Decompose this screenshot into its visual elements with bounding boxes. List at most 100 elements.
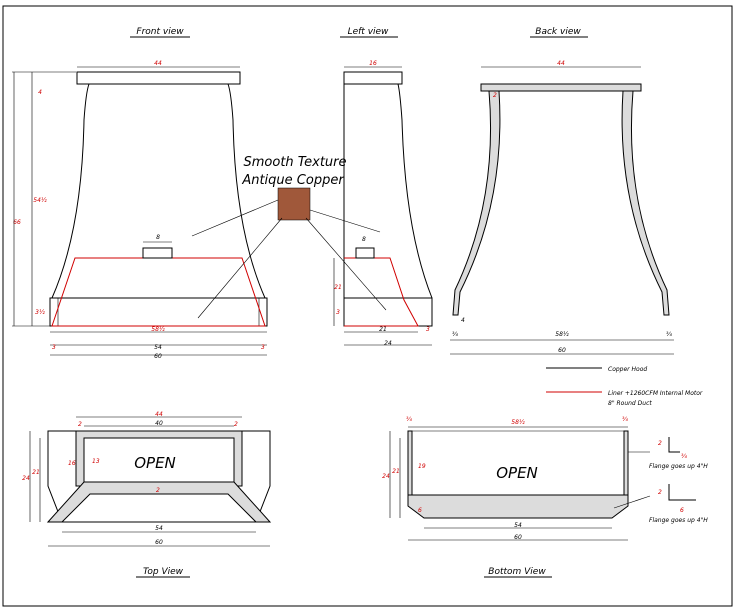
side-front-curve	[397, 83, 433, 299]
dim-label: 60	[514, 534, 522, 541]
dim-label: 54	[155, 525, 163, 532]
hood-crown	[76, 71, 241, 85]
back-left-wall	[452, 90, 501, 316]
texture-callout: Smooth Texture Antique Copper	[191, 155, 387, 319]
dim-label: 24	[22, 475, 30, 482]
side-base	[343, 297, 433, 327]
legend-copper-label: Copper Hood	[608, 366, 647, 373]
dim-label: 19	[418, 463, 426, 470]
dim-label: 44	[557, 60, 565, 67]
dim-label: 2	[78, 421, 82, 428]
leader-line	[613, 495, 651, 509]
dim-label: 24	[382, 473, 390, 480]
dim-label: 13	[92, 458, 100, 465]
dim-label: 40	[155, 420, 163, 427]
title-back-view: Back view	[535, 27, 581, 37]
title-front-view: Front view	[136, 27, 184, 37]
opening-label: OPEN	[496, 464, 538, 482]
dim-label: 3	[52, 344, 56, 351]
leader-line	[309, 209, 381, 233]
title-bottom-view: Bottom View	[488, 567, 546, 577]
hood-body-right-curve	[227, 83, 266, 299]
dim-label: 58½	[555, 331, 569, 338]
side-crown	[343, 71, 403, 85]
copper-swatch	[277, 187, 311, 221]
liner-outline-side	[344, 257, 419, 327]
back-view: 44 2 4 ¾ 58½ ¾ 60	[450, 60, 674, 355]
bottom-left-flange	[407, 430, 413, 496]
legend: Copper Hood Liner +1260CFM Internal Moto…	[546, 366, 703, 407]
dim-label: ¾	[406, 416, 412, 423]
dim-label: 4	[461, 317, 465, 324]
liner-outline	[51, 257, 266, 327]
back-top-wall	[480, 83, 642, 92]
dim-label: 21	[334, 284, 342, 291]
hood-body-left-curve	[51, 83, 90, 299]
dim-label: 16	[68, 460, 76, 467]
legend-duct-label: 8" Round Duct	[608, 400, 652, 407]
dim-label: 3	[261, 344, 265, 351]
front-view: 44 8 66 4 54½ 3½ 58½ 3 54 3 60	[12, 60, 268, 360]
dim-label: 2	[658, 440, 662, 447]
dim-label: 3	[336, 309, 340, 316]
dim-label: 4	[38, 89, 42, 96]
dim-label: 58½	[511, 419, 525, 426]
flange-detail-2	[668, 484, 696, 501]
dim-label: 44	[155, 411, 163, 418]
legend-liner-label: Liner +1260CFM Internal Motor	[608, 390, 703, 397]
dim-label: 44	[154, 60, 162, 67]
dim-label: ¾	[622, 416, 628, 423]
leader-line	[305, 217, 387, 311]
leader-line	[197, 217, 283, 319]
left-view: 16 8 21 3 21 3 24	[333, 60, 433, 347]
dim-label: 16	[369, 60, 377, 67]
dim-label: 54	[514, 522, 522, 529]
leader-line	[191, 199, 279, 237]
dim-label: ¾	[452, 331, 458, 338]
dim-label: 60	[155, 539, 163, 546]
bottom-view: ¾ 58½ ¾ OPEN 24 21 19 6 54 60	[382, 416, 629, 541]
opening	[83, 437, 235, 483]
dim-label: 54½	[33, 197, 47, 204]
bottom-front-flange	[407, 494, 629, 519]
top-view: 44 40 2 2 2 OPEN 16 13 24 21 2 54 60	[22, 411, 272, 547]
texture-label-2: Antique Copper	[241, 173, 345, 188]
dim-label: 66	[13, 219, 21, 226]
dim-label: 54	[154, 344, 162, 351]
dim-label: ¾	[666, 331, 672, 338]
dim-label: 8	[156, 234, 160, 241]
hood-base	[49, 297, 268, 327]
dim-label: 24	[384, 340, 392, 347]
duct-collar	[142, 247, 173, 259]
flange-note: Flange goes up 4"H	[649, 463, 708, 470]
dim-label: 2	[493, 92, 497, 99]
dim-label: 3	[426, 326, 430, 333]
dim-label: 21	[379, 326, 387, 333]
dim-label: 6	[418, 507, 422, 514]
opening-label: OPEN	[134, 454, 176, 472]
title-left-view: Left view	[348, 27, 389, 37]
flange-note: Flange goes up 4"H	[649, 517, 708, 524]
sheet-border	[2, 5, 733, 607]
dim-label: 2	[156, 487, 160, 494]
flange-detail-1	[668, 437, 680, 453]
flange-details: 2 ¾ Flange goes up 4"H 2 6 Flange goes u…	[613, 437, 708, 524]
dim-label: 21	[392, 468, 400, 475]
dim-label: 2	[234, 421, 238, 428]
back-right-wall	[621, 90, 670, 316]
dim-label: 60	[154, 353, 162, 360]
dim-label: 3½	[35, 309, 45, 316]
dim-label: 8	[362, 236, 366, 243]
dim-label: 58½	[151, 326, 165, 333]
dim-label: 6	[680, 507, 684, 514]
title-top-view: Top View	[143, 567, 184, 577]
dim-label: 21	[32, 469, 40, 476]
dim-label: 2	[658, 489, 662, 496]
dim-label: ¾	[681, 453, 687, 460]
duct-collar-side	[355, 247, 375, 259]
dim-label: 60	[558, 347, 566, 354]
texture-label-1: Smooth Texture	[244, 155, 347, 170]
plan-front-bevel	[46, 481, 272, 523]
